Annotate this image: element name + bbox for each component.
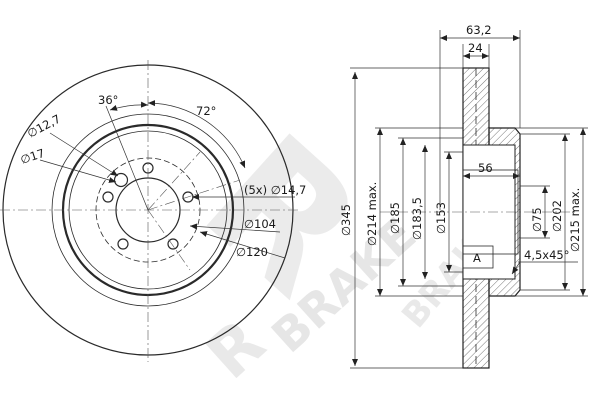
angle-ref-line bbox=[105, 105, 149, 211]
dim-dia-183-5: ∅183,5 bbox=[410, 197, 424, 240]
dim-depth-56: 56 bbox=[478, 161, 493, 175]
leader-dia-17 bbox=[39, 159, 117, 183]
section-view: 63,2 24 ∅345 ∅214 max. ∅185 ∅183,5 ∅153 … bbox=[339, 23, 588, 369]
angle-arc-36 bbox=[109, 101, 149, 111]
dim-angle-72: 72° bbox=[196, 104, 216, 118]
dim-width-63-2: 63,2 bbox=[466, 23, 492, 37]
center-line-diagonal bbox=[147, 209, 191, 271]
dim-dia-202: ∅202 bbox=[550, 200, 564, 232]
dim-bolt-holes: (5x) ∅14,7 bbox=[244, 183, 306, 197]
dim-dia-345: ∅345 bbox=[339, 204, 353, 236]
leader-dia-12-7 bbox=[49, 132, 119, 177]
dim-dia-17: ∅17 bbox=[19, 146, 47, 167]
ref-a-frame bbox=[462, 245, 494, 269]
leader-dia-120 bbox=[199, 231, 286, 259]
locating-pin-hole bbox=[113, 172, 129, 188]
dim-dia-215: ∅215 max. bbox=[568, 188, 582, 252]
center-line-diagonal bbox=[147, 151, 201, 211]
dim-dia-104: ∅104 bbox=[244, 217, 276, 231]
center-line-diagonal bbox=[147, 179, 241, 211]
dim-width-24: 24 bbox=[468, 41, 483, 55]
bolt-hole bbox=[167, 238, 179, 250]
bolt-hole bbox=[102, 191, 114, 203]
leader-chamfer-arrow bbox=[511, 261, 521, 275]
dim-dia-12-7: ∅12,7 bbox=[25, 112, 63, 141]
dim-chamfer: 4,5x45° bbox=[524, 248, 569, 262]
dim-dia-153: ∅153 bbox=[434, 202, 448, 234]
dim-dia-75: ∅75 bbox=[530, 207, 544, 232]
leader-dia-104 bbox=[189, 223, 281, 233]
dim-dia-214: ∅214 max. bbox=[365, 182, 379, 246]
angle-arc-72 bbox=[147, 100, 246, 169]
bolt-hole bbox=[117, 238, 129, 250]
hub-mount-face bbox=[462, 169, 519, 255]
ref-a-label: A bbox=[473, 251, 481, 265]
dim-dia-185: ∅185 bbox=[388, 202, 402, 234]
dim-angle-36: 36° bbox=[98, 93, 118, 107]
dim-dia-120: ∅120 bbox=[236, 245, 268, 259]
